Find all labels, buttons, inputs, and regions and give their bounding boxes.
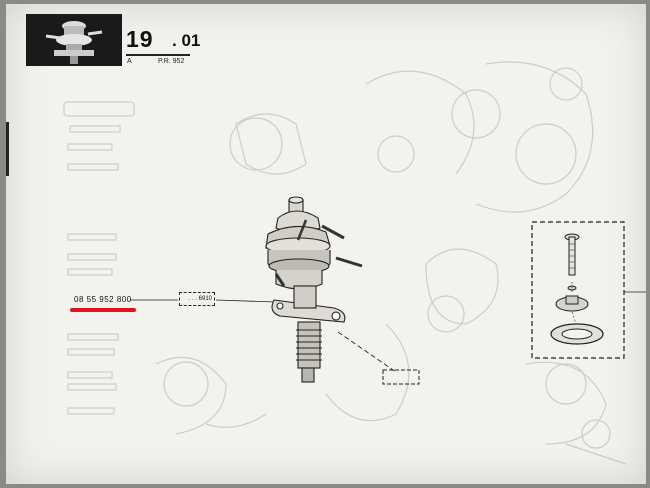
ref-code-box: . . . 6910 (179, 292, 215, 306)
section-rule (126, 54, 190, 56)
empty-ref-box (382, 369, 420, 385)
section-thumbnail (26, 14, 122, 66)
section-label-pr: P.R. 952 (158, 58, 185, 65)
ghost-background (63, 61, 627, 465)
fuel-pump-icon (45, 21, 103, 64)
part-number-highlight (70, 308, 136, 312)
fuel-pump-assembly-icon (265, 196, 363, 383)
section-number: 19 (126, 26, 154, 52)
leader-line-ref (215, 299, 277, 303)
section-label-a: A (127, 58, 132, 65)
section-sub-number: . 01 (172, 31, 201, 50)
page-edge-tab (6, 122, 9, 176)
exploded-diagram (130, 196, 646, 385)
catalog-page: 19 . 01 A P.R. 952 (6, 4, 646, 484)
part-number-label: 08 55 952 800 (74, 295, 132, 304)
fastener-kit-icon (531, 221, 646, 359)
leader-line-empty (337, 331, 397, 373)
